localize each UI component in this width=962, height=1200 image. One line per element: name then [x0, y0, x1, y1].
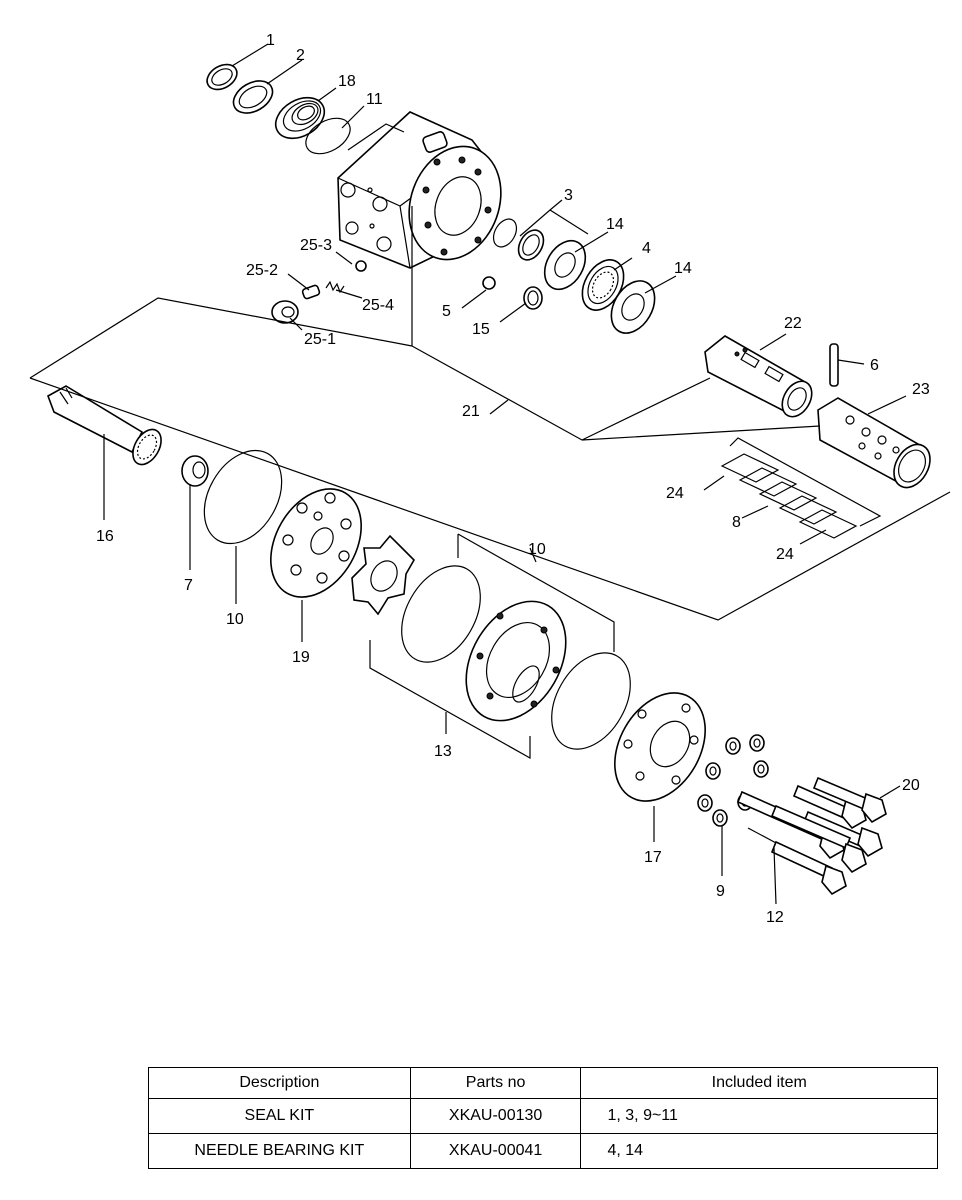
check-valve-15 [523, 286, 543, 310]
seal-ring-2 [232, 80, 274, 114]
callout-10a: 10 [226, 611, 244, 628]
callout-8: 8 [732, 514, 741, 531]
callout-24b: 24 [776, 546, 794, 563]
callout-labels: 1 2 18 11 3 14 4 14 25-3 25-2 25-4 25-1 … [96, 32, 930, 926]
callout-2: 2 [296, 47, 305, 64]
callout-25-1: 25-1 [304, 331, 336, 348]
spacer-7 [181, 455, 209, 487]
callout-21: 21 [462, 403, 480, 420]
table-row: NEEDLE BEARING KIT XKAU-00041 4, 14 [148, 1133, 938, 1169]
pin-6 [829, 343, 839, 387]
callout-3: 3 [564, 187, 573, 204]
o-rings-3 [492, 218, 545, 261]
sleeve-23 [817, 397, 931, 489]
callout-9: 9 [716, 883, 725, 900]
callout-10b: 10 [528, 541, 546, 558]
spool-22 [704, 335, 813, 418]
table-row: SEAL KIT XKAU-00130 1, 3, 9~11 [148, 1098, 938, 1134]
header-description: Description [148, 1067, 411, 1099]
drive-shaft-16 [47, 385, 162, 466]
needle-bearing-4 [581, 259, 625, 311]
callout-22: 22 [784, 315, 802, 332]
callout-14b: 14 [674, 260, 692, 277]
relief-parts-25 [271, 260, 367, 324]
callout-23: 23 [912, 381, 930, 398]
valve-housing [337, 111, 502, 269]
o-ring-11 [305, 117, 351, 155]
callout-17: 17 [644, 849, 662, 866]
rotor-star [351, 534, 415, 616]
callout-7: 7 [184, 577, 193, 594]
callout-4: 4 [642, 240, 651, 257]
cell-included-item: 4, 14 [580, 1133, 938, 1169]
callout-5: 5 [442, 303, 451, 320]
bolt-12 [747, 827, 847, 896]
exploded-parts-diagram: 1 2 18 11 3 14 4 14 25-3 25-2 25-4 25-1 … [29, 32, 951, 926]
callout-18: 18 [338, 73, 356, 90]
callout-13: 13 [434, 743, 452, 760]
callout-12: 12 [766, 909, 784, 926]
o-ring-10b [401, 565, 481, 663]
o-ring-10a [203, 449, 283, 545]
thrust-washer-14a [543, 239, 587, 291]
callout-16: 16 [96, 528, 114, 545]
centering-springs-24 [720, 453, 858, 539]
cell-parts-no: XKAU-00041 [409, 1133, 582, 1169]
cell-parts-no: XKAU-00130 [409, 1098, 582, 1134]
end-cap-17 [614, 692, 706, 802]
o-ring-10c [551, 652, 631, 750]
header-included-item: Included item [580, 1067, 938, 1099]
callout-14a: 14 [606, 216, 624, 233]
callout-24a: 24 [666, 485, 684, 502]
ball-5 [482, 276, 496, 290]
cell-description: NEEDLE BEARING KIT [148, 1133, 411, 1169]
seal-ring-1 [206, 63, 238, 91]
header-parts-no: Parts no [409, 1067, 582, 1099]
cell-description: SEAL KIT [148, 1098, 411, 1134]
kit-table: Description Parts no Included item SEAL … [148, 1067, 938, 1169]
table-header-row: Description Parts no Included item [148, 1067, 938, 1099]
callout-25-3: 25-3 [300, 237, 332, 254]
callout-6: 6 [870, 357, 879, 374]
bolts-20 [736, 776, 887, 874]
thrust-washer-14b [610, 280, 656, 334]
callout-19: 19 [292, 649, 310, 666]
washers-9 [697, 734, 769, 827]
cell-included-item: 1, 3, 9~11 [580, 1098, 938, 1134]
callout-25-4: 25-4 [362, 297, 394, 314]
callout-15: 15 [472, 321, 490, 338]
callout-25-2: 25-2 [246, 262, 278, 279]
stator-ring [465, 600, 567, 722]
callout-11: 11 [366, 91, 383, 108]
plate-19 [270, 488, 362, 598]
leader-lines [29, 43, 951, 905]
callout-20: 20 [902, 777, 920, 794]
callout-1: 1 [266, 32, 275, 49]
